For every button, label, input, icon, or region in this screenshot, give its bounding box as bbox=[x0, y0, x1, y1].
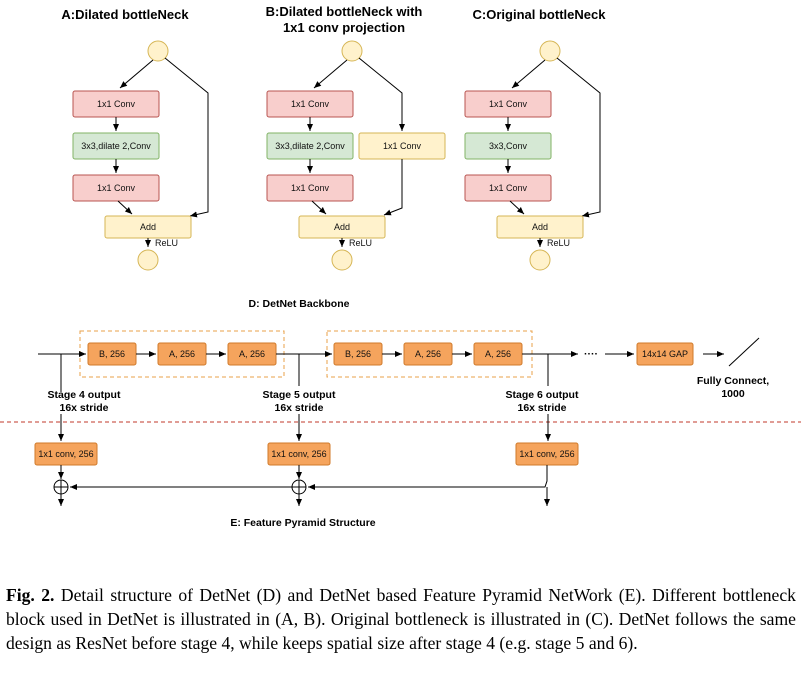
stage5-label: Stage 5 output bbox=[263, 389, 336, 401]
edge-b-input bbox=[313, 59, 348, 89]
node-e-conv5-label: 1x1 conv, 256 bbox=[271, 449, 326, 459]
node-a-conv2-label: 1x1 Conv bbox=[97, 183, 136, 193]
panel-c: C:Original bottleNeck 1x1 Conv 3x3,Conv … bbox=[464, 7, 607, 271]
edge-e-stage6-lateral bbox=[308, 465, 548, 490]
edge-b-proj-out bbox=[383, 159, 403, 216]
edge-b-proj bbox=[358, 57, 405, 131]
node-e-conv4-label: 1x1 conv, 256 bbox=[38, 449, 93, 459]
edge-c-skip bbox=[556, 57, 601, 218]
relu-b-label: ReLU bbox=[349, 238, 372, 248]
relu-c-label: ReLU bbox=[547, 238, 570, 248]
stage6-stride: 16x stride bbox=[517, 402, 566, 414]
node-b-conv2-label: 1x1 Conv bbox=[291, 183, 330, 193]
sum-icon-4 bbox=[53, 479, 69, 495]
output-circle-a bbox=[137, 249, 159, 271]
panel-b: B:Dilated bottleNeck with 1x1 conv proje… bbox=[266, 4, 446, 271]
fc-slash bbox=[728, 337, 760, 367]
stage5-stride: 16x stride bbox=[274, 402, 323, 414]
node-d-gap bbox=[636, 342, 694, 366]
stage4-label: Stage 4 output bbox=[48, 389, 121, 401]
node-b-conv1-label: 1x1 Conv bbox=[291, 99, 330, 109]
caption-label: Fig. 2. bbox=[6, 585, 55, 605]
panel-e-title: E: Feature Pyramid Structure bbox=[230, 517, 375, 529]
input-circle-b bbox=[341, 40, 363, 62]
figure-caption: Fig. 2. Detail structure of DetNet (D) a… bbox=[6, 583, 796, 655]
node-d-a256-4-label: A, 256 bbox=[485, 349, 511, 359]
edge-a-input bbox=[119, 59, 154, 89]
node-c-conv2 bbox=[464, 174, 552, 202]
panel-b-title-line2: 1x1 conv projection bbox=[283, 20, 405, 35]
fc-label-line2: 1000 bbox=[721, 388, 745, 400]
node-d-a256-2-label: A, 256 bbox=[239, 349, 265, 359]
panel-e: 1x1 conv, 256 1x1 conv, 256 1x1 conv, 25… bbox=[34, 414, 579, 529]
node-c-conv2-label: 1x1 Conv bbox=[489, 183, 528, 193]
node-d-b256-1-label: B, 256 bbox=[99, 349, 125, 359]
edge-c-input bbox=[511, 59, 546, 89]
node-c-conv1-label: 1x1 Conv bbox=[489, 99, 528, 109]
edge-c-3 bbox=[509, 200, 525, 215]
panel-d: D: DetNet Backbone B, 256 A, 256 A, 256 … bbox=[38, 298, 769, 414]
node-d-a256-3-label: A, 256 bbox=[415, 349, 441, 359]
node-d-gap-label: 14x14 GAP bbox=[642, 349, 688, 359]
panel-b-title-line1: B:Dilated bottleNeck with bbox=[266, 4, 423, 19]
detnet-diagram: A:Dilated bottleNeck 1x1 Conv 3x3,dilate… bbox=[0, 4, 801, 529]
node-b-dilated-label: 3x3,dilate 2,Conv bbox=[275, 141, 345, 151]
sum-icon-5 bbox=[291, 479, 307, 495]
panel-d-title: D: DetNet Backbone bbox=[249, 298, 350, 310]
node-d-a256-1-label: A, 256 bbox=[169, 349, 195, 359]
panel-a: A:Dilated bottleNeck 1x1 Conv 3x3,dilate… bbox=[61, 7, 209, 271]
fc-label-line1: Fully Connect, bbox=[697, 375, 769, 387]
node-a-conv2 bbox=[72, 174, 160, 202]
caption-text: Detail structure of DetNet (D) and DetNe… bbox=[6, 585, 796, 653]
panel-a-title: A:Dilated bottleNeck bbox=[61, 7, 189, 22]
node-a-dilated-label: 3x3,dilate 2,Conv bbox=[81, 141, 151, 151]
output-circle-b bbox=[331, 249, 353, 271]
node-e-conv6-label: 1x1 conv, 256 bbox=[519, 449, 574, 459]
node-b-conv2 bbox=[266, 174, 354, 202]
ellipsis: ···· bbox=[584, 348, 598, 360]
relu-a-label: ReLU bbox=[155, 238, 178, 248]
stage4-stride: 16x stride bbox=[59, 402, 108, 414]
input-circle-a bbox=[147, 40, 169, 62]
panel-c-title: C:Original bottleNeck bbox=[473, 7, 607, 22]
node-b-projection-label: 1x1 Conv bbox=[383, 141, 422, 151]
node-d-b256-2-label: B, 256 bbox=[345, 349, 371, 359]
stage6-label: Stage 6 output bbox=[506, 389, 579, 401]
node-a-add-label: Add bbox=[140, 222, 156, 232]
node-b-add-label: Add bbox=[334, 222, 350, 232]
output-circle-c bbox=[529, 249, 551, 271]
input-circle-c bbox=[539, 40, 561, 62]
node-c-add-label: Add bbox=[532, 222, 548, 232]
edge-a-3 bbox=[117, 200, 133, 215]
node-a-conv1-label: 1x1 Conv bbox=[97, 99, 136, 109]
node-c-conv3x3-label: 3x3,Conv bbox=[489, 141, 528, 151]
edge-b-3 bbox=[311, 200, 327, 215]
node-e-conv4 bbox=[34, 442, 98, 466]
edge-a-skip bbox=[164, 57, 209, 218]
